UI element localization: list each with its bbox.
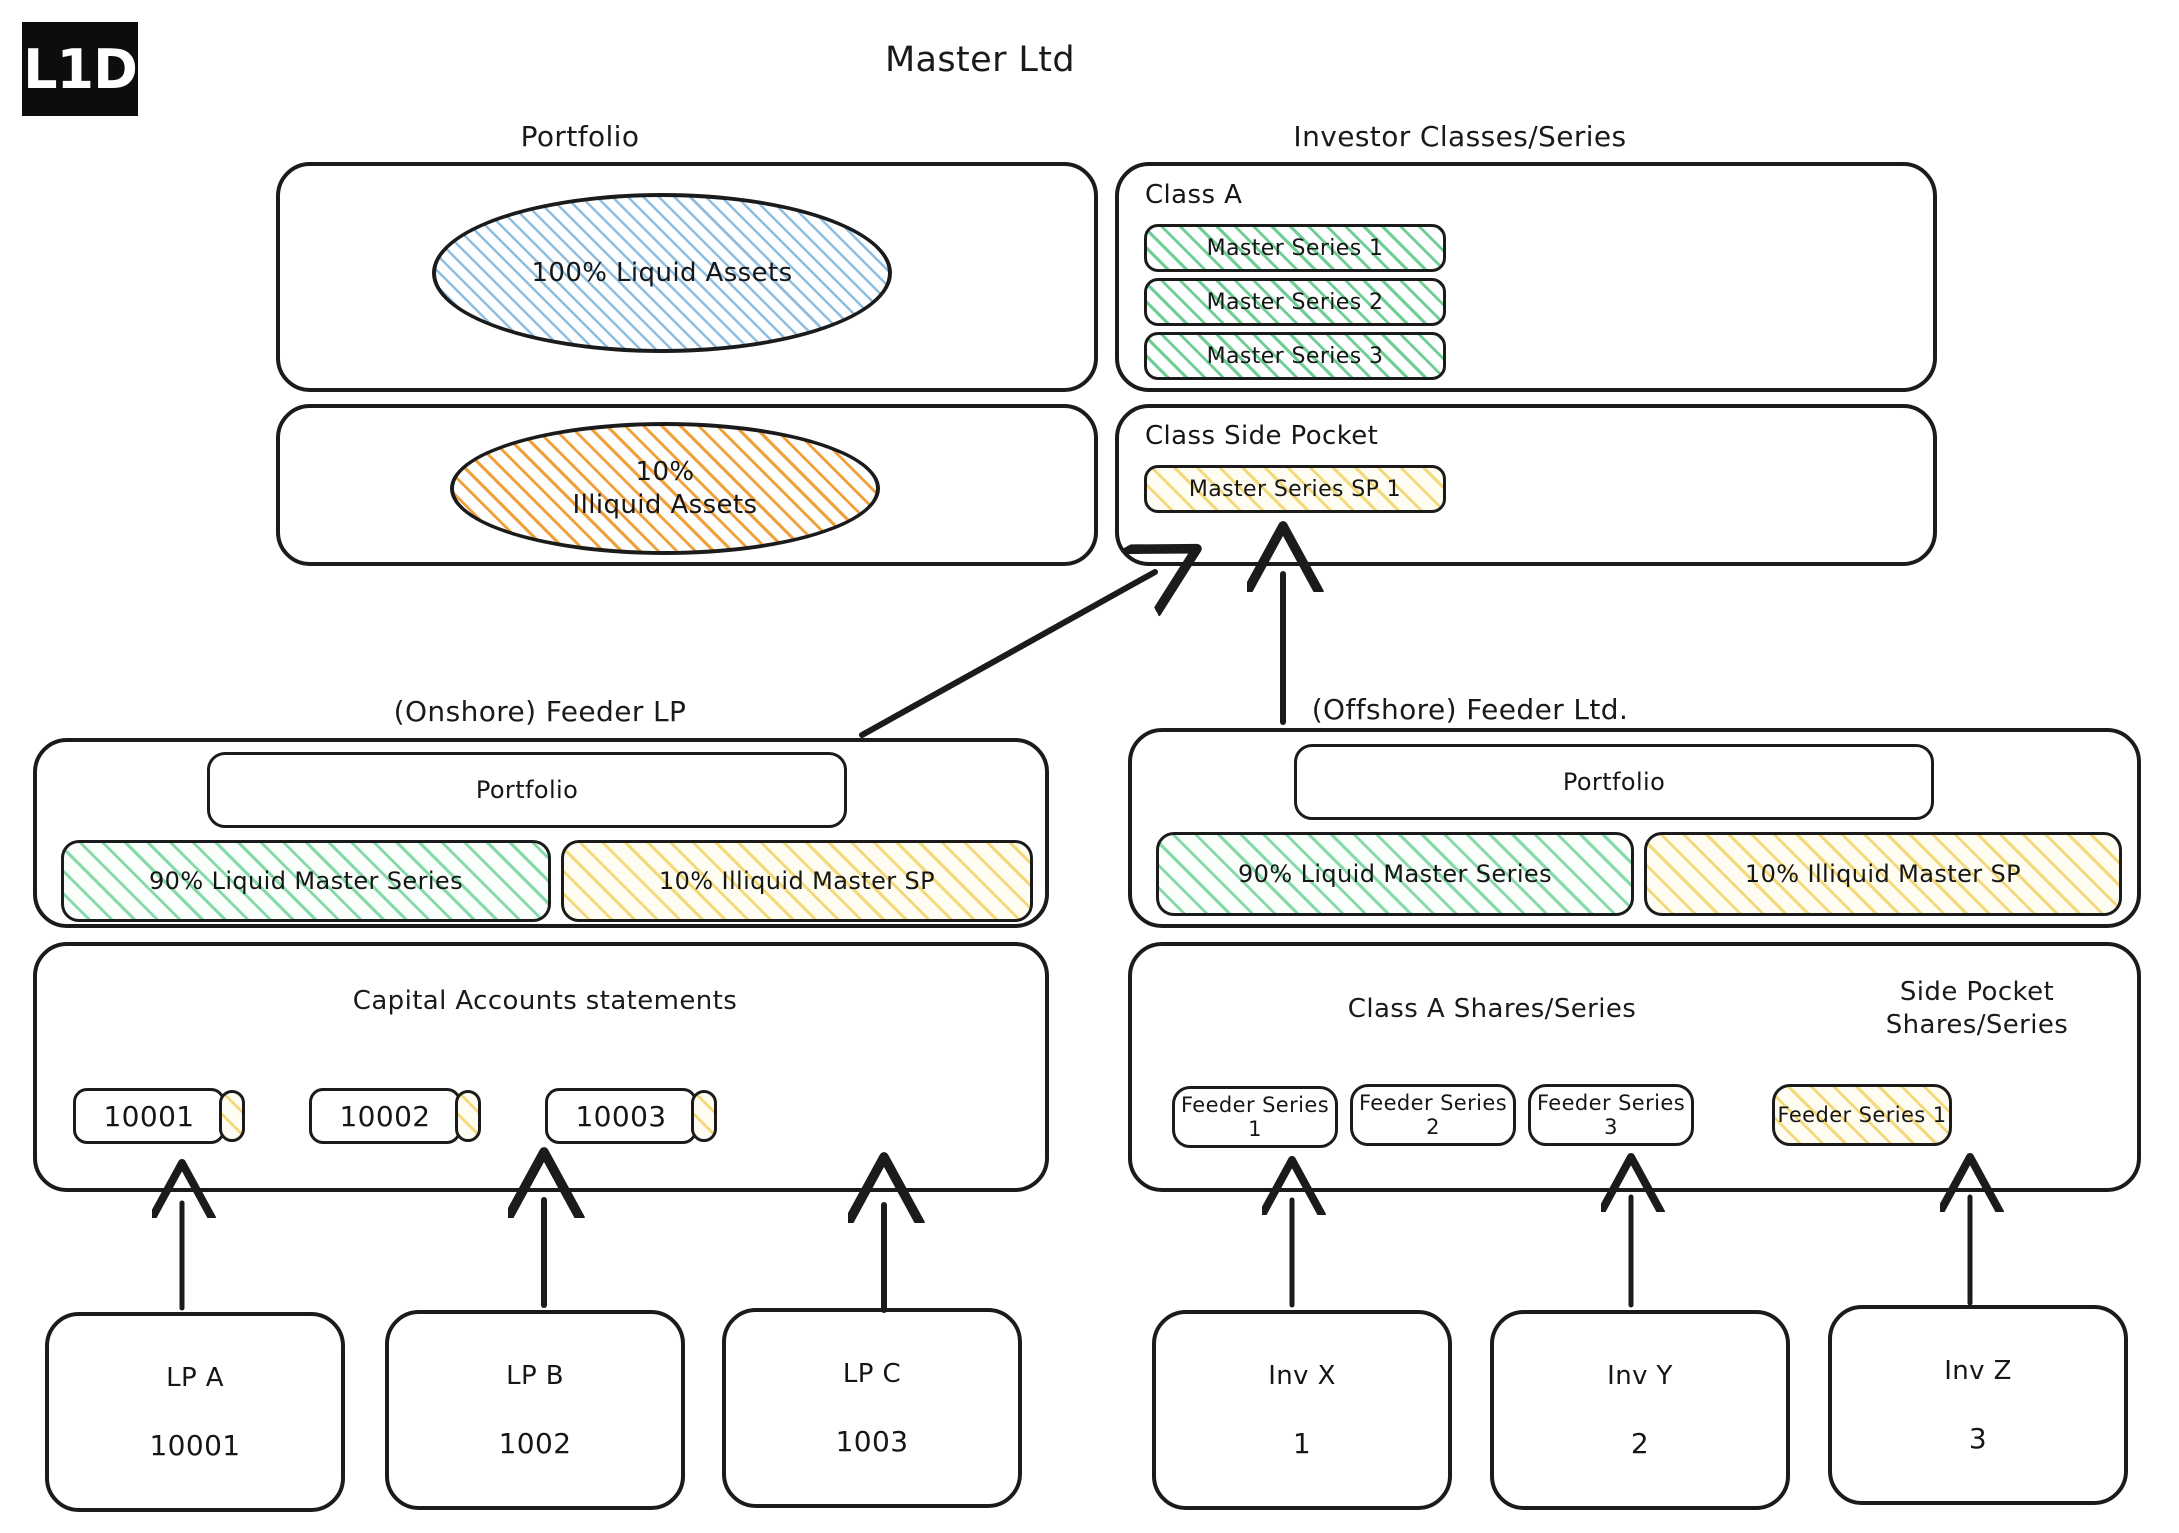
side-pocket-shares-title-line1: Side Pocket [1899, 977, 2055, 1007]
class-side-pocket-label: Class Side Pocket [1145, 421, 1379, 451]
offshore-liquid-label: 90% Liquid Master Series [1238, 860, 1552, 888]
onshore-illiquid-master-sp[interactable]: 10% Illiquid Master SP [561, 840, 1033, 922]
liquid-assets-ellipse: 100% Liquid Assets [432, 193, 892, 353]
capital-account-item[interactable]: 10002 [309, 1088, 499, 1144]
illiquid-assets-ellipse: 10% Illiquid Assets [450, 422, 880, 555]
onshore-investor-name: LP B [506, 1360, 564, 1391]
onshore-feeder-portfolio-box: Portfolio 90% Liquid Master Series 10% I… [33, 738, 1049, 928]
offshore-share-series-item[interactable]: Feeder Series 1 [1172, 1086, 1338, 1148]
offshore-investor-id: 2 [1630, 1426, 1650, 1460]
offshore-investor-name: Inv Z [1944, 1355, 2012, 1386]
offshore-feeder-caption: (Offshore) Feeder Ltd. [1311, 693, 1629, 726]
onshore-illiquid-label: 10% Illiquid Master SP [658, 867, 936, 895]
capital-account-sp-tab [219, 1090, 245, 1142]
class-a-label: Class A [1145, 180, 1243, 210]
offshore-illiquid-master-sp[interactable]: 10% Illiquid Master SP [1644, 832, 2122, 916]
onshore-investor-name: LP A [166, 1362, 224, 1393]
capital-account-sp-tab [455, 1090, 481, 1142]
onshore-liquid-master-series[interactable]: 90% Liquid Master Series [61, 840, 551, 922]
capital-account-item[interactable]: 10003 [545, 1088, 735, 1144]
onshore-investor-name: LP C [842, 1358, 902, 1389]
offshore-share-series-item[interactable]: Feeder Series 3 [1528, 1084, 1694, 1146]
master-series-label: Master Series 3 [1206, 343, 1384, 369]
master-series-item[interactable]: Master Series 3 [1144, 332, 1446, 380]
master-portfolio-caption: Portfolio [520, 120, 640, 153]
master-sp-series-label: Master Series SP 1 [1188, 476, 1402, 502]
master-series-item[interactable]: Master Series 1 [1144, 224, 1446, 272]
offshore-share-series-label: Feeder Series 1 [1180, 1093, 1330, 1141]
master-series-label: Master Series 2 [1206, 289, 1384, 315]
offshore-portfolio-inner: Portfolio [1294, 744, 1934, 820]
offshore-sidepocket-series-label: Feeder Series 1 [1777, 1103, 1947, 1127]
arrow-onshore-to-master [859, 572, 1155, 738]
master-sp-series-item[interactable]: Master Series SP 1 [1144, 465, 1446, 513]
master-class-a-box: Class A Master Series 1 Master Series 2 … [1115, 162, 1937, 392]
offshore-portfolio-label: Portfolio [1562, 768, 1666, 796]
master-portfolio-illiquid-box: 10% Illiquid Assets [276, 404, 1098, 566]
capital-accounts-title: Capital Accounts statements [352, 986, 738, 1016]
illiquid-assets-label: 10% Illiquid Assets [573, 456, 758, 521]
capital-account-number: 10003 [575, 1099, 667, 1133]
capital-account-card: 10002 [309, 1088, 461, 1144]
onshore-feeder-caption: (Onshore) Feeder LP [393, 695, 687, 728]
offshore-investor-card[interactable]: Inv Y 2 [1490, 1310, 1790, 1510]
side-pocket-shares-title: Side Pocket Shares/Series [1842, 976, 2112, 1041]
illiquid-assets-pct: 10% [635, 457, 695, 487]
onshore-investor-card[interactable]: LP B 1002 [385, 1310, 685, 1510]
capital-account-number: 10001 [103, 1099, 195, 1133]
offshore-investor-card[interactable]: Inv X 1 [1152, 1310, 1452, 1510]
capital-account-item[interactable]: 10001 [73, 1088, 263, 1144]
master-series-item[interactable]: Master Series 2 [1144, 278, 1446, 326]
offshore-share-series-item[interactable]: Feeder Series 2 [1350, 1084, 1516, 1146]
offshore-feeder-portfolio-box: Portfolio 90% Liquid Master Series 10% I… [1128, 728, 2141, 928]
offshore-shares-box: Class A Shares/Series Side Pocket Shares… [1128, 942, 2141, 1192]
side-pocket-shares-title-line2: Shares/Series [1885, 1009, 2069, 1040]
onshore-investor-id: 1002 [498, 1426, 572, 1460]
offshore-liquid-master-series[interactable]: 90% Liquid Master Series [1156, 832, 1634, 916]
class-a-shares-title: Class A Shares/Series [1347, 994, 1637, 1024]
onshore-investor-card[interactable]: LP C 1003 [722, 1308, 1022, 1508]
offshore-illiquid-label: 10% Illiquid Master SP [1744, 860, 2022, 888]
onshore-liquid-label: 90% Liquid Master Series [149, 867, 463, 895]
master-series-label: Master Series 1 [1206, 235, 1384, 261]
onshore-investor-card[interactable]: LP A 10001 [45, 1312, 345, 1512]
offshore-investor-id: 1 [1292, 1426, 1312, 1460]
offshore-investor-name: Inv Y [1607, 1360, 1673, 1391]
offshore-sidepocket-series-item[interactable]: Feeder Series 1 [1772, 1084, 1952, 1146]
logo-text: L1D [23, 37, 138, 101]
offshore-investor-card[interactable]: Inv Z 3 [1828, 1305, 2128, 1505]
onshore-capital-accounts-box: Capital Accounts statements 10001 10002 … [33, 942, 1049, 1192]
illiquid-assets-text: Illiquid Assets [572, 489, 758, 520]
master-portfolio-liquid-box: 100% Liquid Assets [276, 162, 1098, 392]
capital-account-sp-tab [691, 1090, 717, 1142]
offshore-share-series-label: Feeder Series 3 [1536, 1091, 1686, 1139]
onshore-portfolio-inner: Portfolio [207, 752, 847, 828]
offshore-investor-name: Inv X [1268, 1360, 1336, 1391]
offshore-investor-id: 3 [1968, 1421, 1988, 1455]
capital-account-card: 10001 [73, 1088, 225, 1144]
master-class-side-pocket-box: Class Side Pocket Master Series SP 1 [1115, 404, 1937, 566]
master-investor-classes-caption: Investor Classes/Series [1293, 120, 1627, 153]
onshore-investor-id: 1003 [835, 1424, 909, 1458]
capital-account-card: 10003 [545, 1088, 697, 1144]
onshore-investor-id: 10001 [149, 1428, 241, 1462]
capital-account-number: 10002 [339, 1099, 431, 1133]
offshore-share-series-label: Feeder Series 2 [1358, 1091, 1508, 1139]
onshore-portfolio-label: Portfolio [475, 776, 579, 804]
master-title: Master Ltd [884, 40, 1076, 80]
l1d-logo: L1D [22, 22, 138, 116]
liquid-assets-label: 100% Liquid Assets [531, 258, 793, 288]
